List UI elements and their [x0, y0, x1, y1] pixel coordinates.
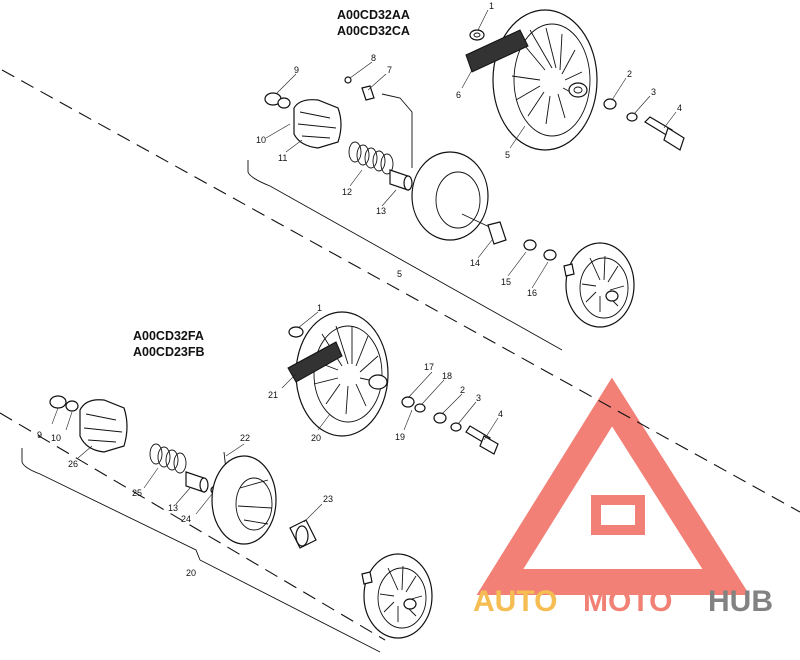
axis-line-upper: [1, 69, 800, 513]
fixed-sheave: [492, 9, 598, 151]
upper-bracket: [247, 160, 563, 351]
watermark-moto: MOTO: [583, 585, 672, 618]
leader-lines: [51, 9, 677, 523]
lower-clutch-assembly: [21, 311, 499, 653]
callout: 3: [651, 87, 656, 97]
callout: 23: [323, 494, 333, 504]
callout: 2: [460, 385, 465, 395]
callouts-lower: 1 17 18 2 3 4 9 10 26 21 20 19 22 25 13 …: [37, 303, 503, 578]
model-code-lower-2: A00CD23FB: [133, 345, 205, 359]
callout: 12: [342, 187, 352, 197]
callout: 13: [168, 503, 178, 513]
callout: 3: [476, 393, 481, 403]
model-code-upper-2: A00CD32CA: [337, 24, 410, 38]
callout: 4: [677, 103, 682, 113]
callout: 10: [51, 433, 61, 443]
model-code-lower-1: A00CD32FA: [133, 329, 204, 343]
watermark-hub: HUB: [708, 585, 773, 618]
callout: 2: [627, 69, 632, 79]
callout: 18: [442, 371, 452, 381]
callout: 4: [498, 409, 503, 419]
watermark-logo: AUTO MOTO HUB: [473, 377, 773, 618]
callout: 19: [395, 432, 405, 442]
spring: [348, 141, 394, 175]
callout: 13: [376, 206, 386, 216]
callout: 24: [181, 514, 191, 524]
callout: 20: [311, 433, 321, 443]
axis-line-lower: [0, 412, 386, 641]
callout: 21: [268, 390, 278, 400]
callout: 15: [501, 277, 511, 287]
callout: 14: [470, 258, 480, 268]
callout: 9: [294, 65, 299, 75]
callout: 5: [397, 269, 402, 279]
callout: 1: [489, 1, 494, 11]
callout: 8: [371, 53, 376, 63]
callout: 17: [424, 362, 434, 372]
upper-clutch-assembly: [247, 9, 685, 351]
callout: 16: [527, 288, 537, 298]
lower-bracket: [21, 448, 201, 561]
watermark-auto: AUTO: [473, 585, 557, 618]
callout: 20: [186, 568, 196, 578]
model-code-upper-1: A00CD32AA: [337, 8, 410, 22]
callout: 22: [240, 433, 250, 443]
movable-sheave: [411, 151, 489, 241]
callout: 1: [317, 303, 322, 313]
callout: 7: [387, 65, 392, 75]
callout: 11: [278, 153, 287, 163]
callout: 6: [456, 90, 461, 100]
callout: 5: [505, 150, 510, 160]
callout: 9: [37, 430, 42, 440]
callout: 26: [68, 459, 78, 469]
callouts-upper: 1 2 3 4 5 6 7 8 9 10 11 12 13 14 15 16 5: [256, 1, 682, 298]
callout: 10: [256, 135, 266, 145]
callout: 25: [132, 488, 142, 498]
